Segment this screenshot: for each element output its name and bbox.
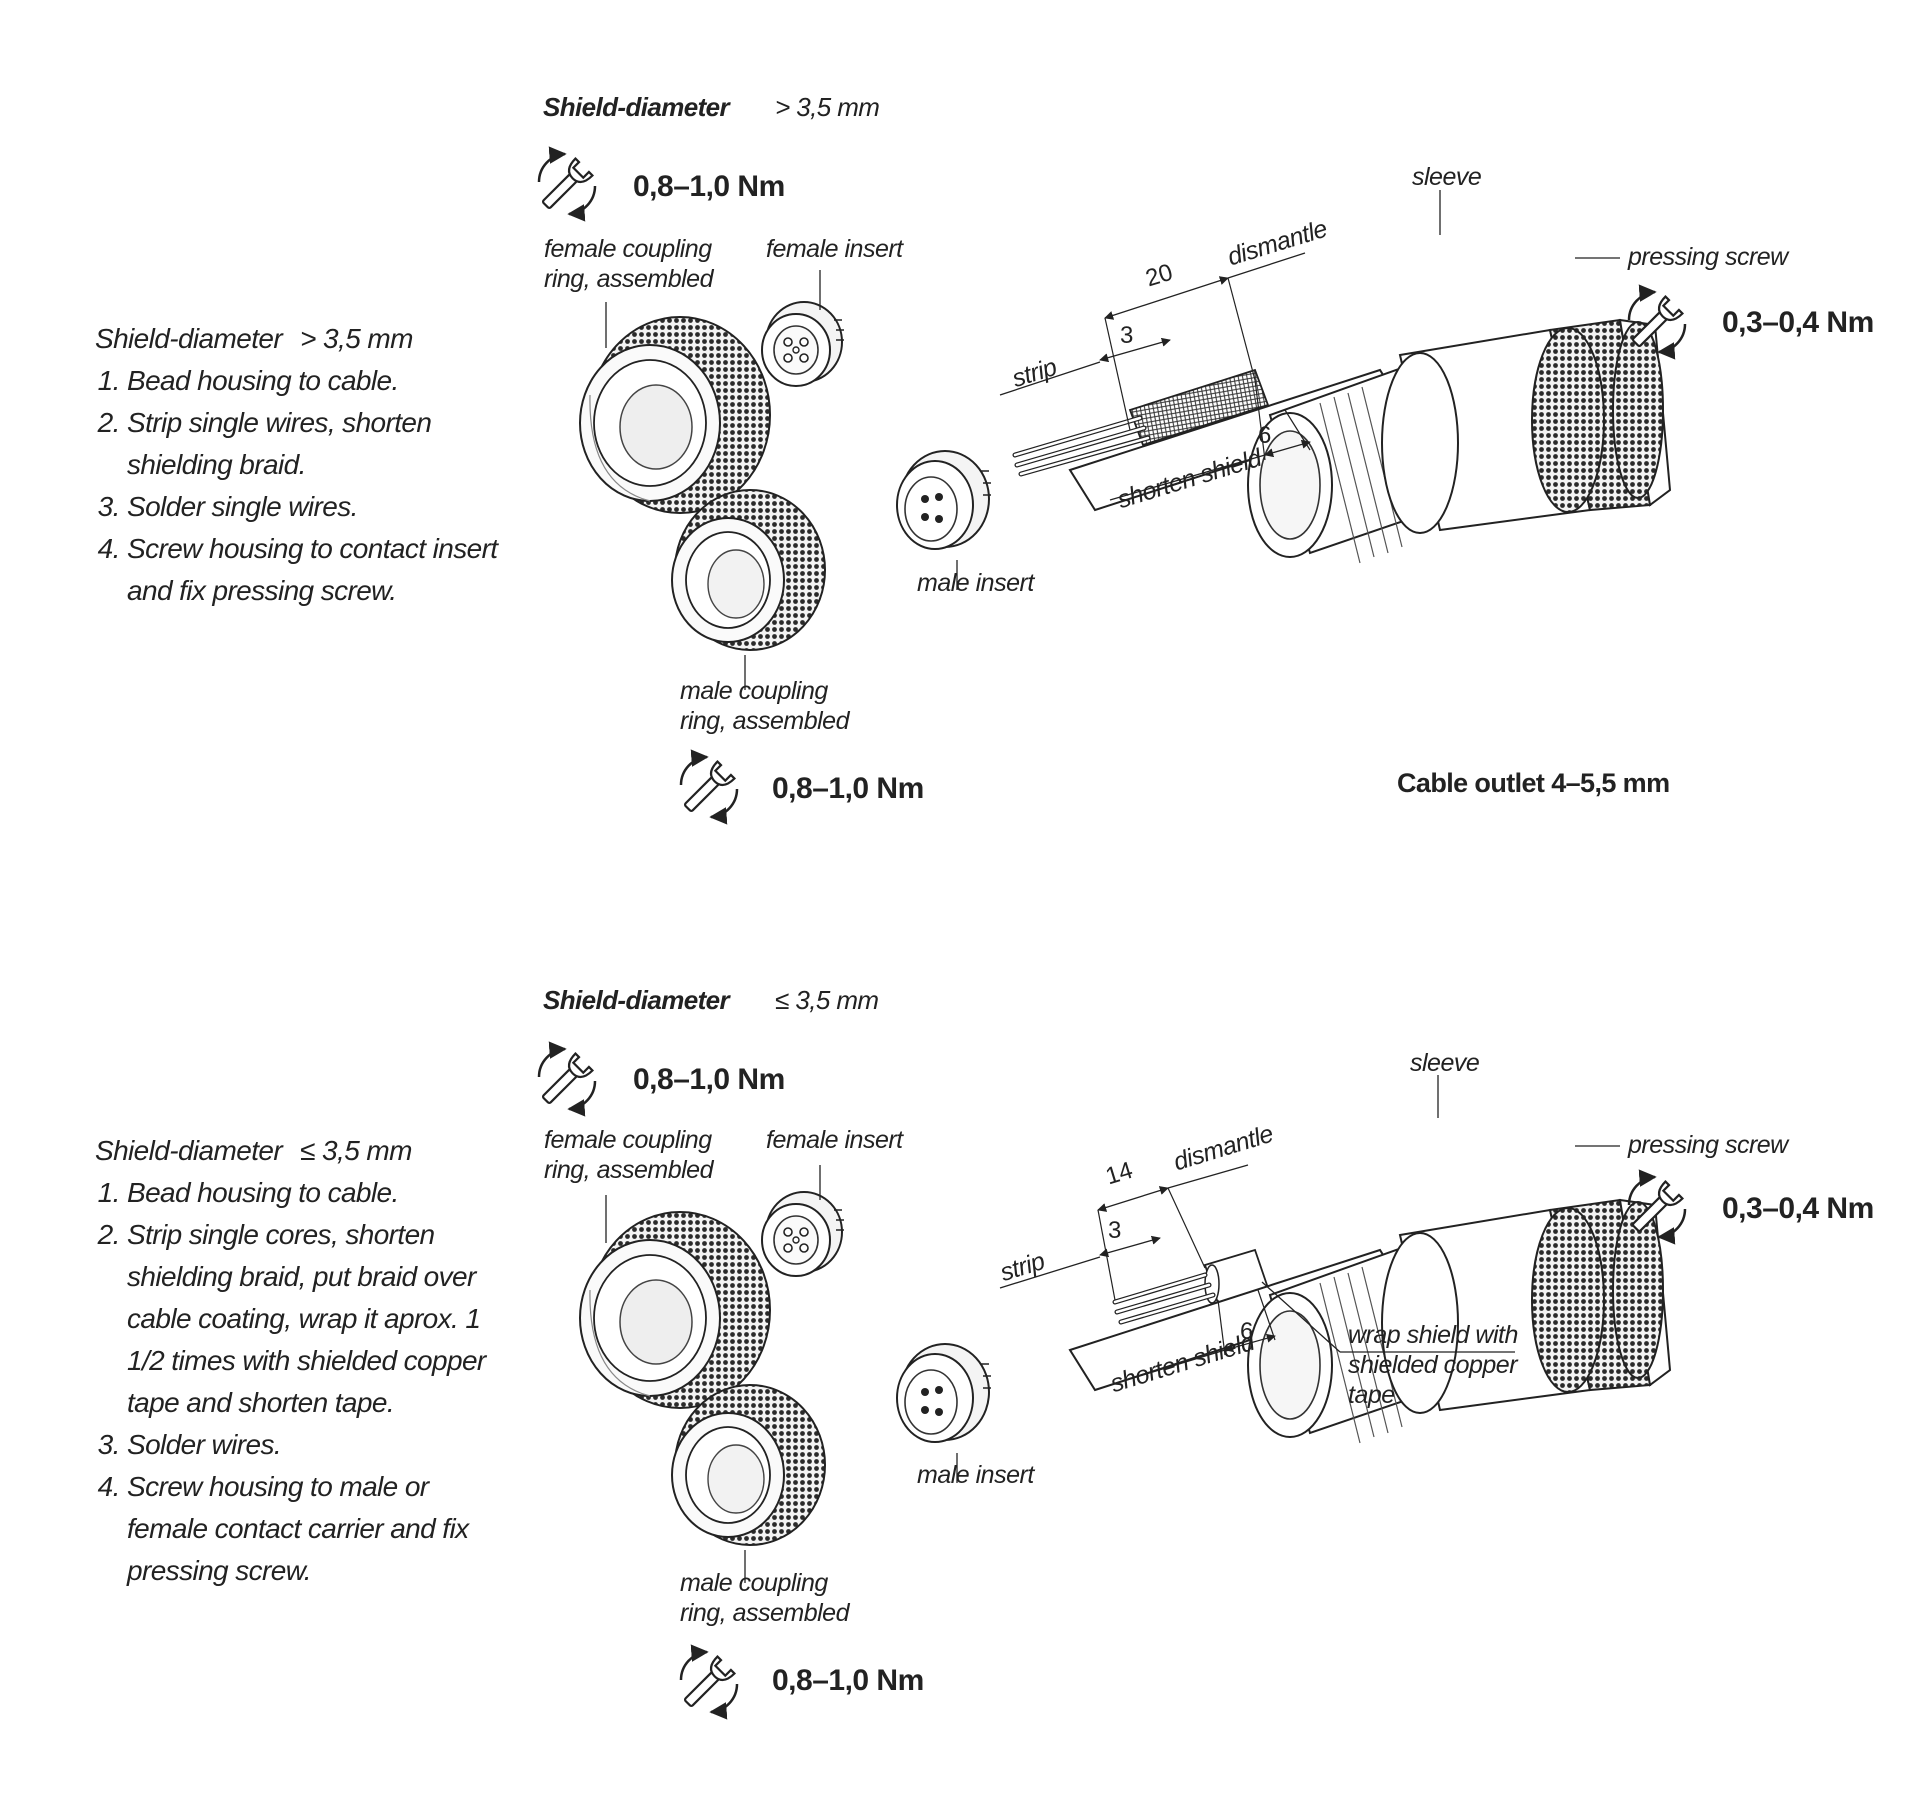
- label-pressing-screw: pressing screw: [1628, 243, 1788, 271]
- female-coupling-ring-part: [579, 1211, 771, 1409]
- male-coupling-ring-part: [671, 489, 826, 651]
- instructions-title: Shield-diameter≤ 3,5 mm: [95, 1135, 412, 1166]
- female-insert-part: [761, 301, 845, 387]
- label-male-coupling-ring: male coupling ring, assembled: [680, 677, 849, 735]
- sleeve-housing-part: [1069, 319, 1671, 564]
- section-large-header: Shield-diameter > 3,5 mm: [543, 92, 880, 123]
- wrench-torque-icon: [537, 1049, 595, 1109]
- header-value: ≤ 3,5 mm: [775, 985, 879, 1015]
- label-female-coupling-ring: female coupling ring, assembled: [544, 235, 713, 293]
- torque-male-ring: 0,8–1,0 Nm: [772, 1664, 924, 1697]
- label-wrap-shield: wrap shield with shielded copper tape: [1348, 1321, 1518, 1409]
- dimension-strip: 3: [1108, 1217, 1122, 1244]
- instructions-large: Shield-diameter> 3,5 mm Bead housing to …: [95, 318, 515, 612]
- instruction-steps: Bead housing to cable. Strip single wire…: [95, 360, 515, 612]
- dimension-shield: 6: [1240, 1318, 1254, 1345]
- label-male-insert: male insert: [917, 569, 1034, 597]
- male-coupling-ring-part: [671, 1384, 826, 1546]
- female-insert-part: [761, 1191, 845, 1277]
- label-male-coupling-ring: male coupling ring, assembled: [680, 1569, 849, 1627]
- torque-male-ring: 0,8–1,0 Nm: [772, 772, 924, 805]
- label-sleeve: sleeve: [1412, 163, 1482, 191]
- male-insert-part: [896, 1343, 992, 1443]
- cable-outlet: Cable outlet 4–5,5 mm: [1397, 768, 1670, 798]
- torque-pressing-screw: 0,3–0,4 Nm: [1722, 1192, 1874, 1225]
- wrench-torque-icon: [679, 757, 737, 817]
- label-male-insert: male insert: [917, 1461, 1034, 1489]
- instruction-step: Solder single wires.: [127, 486, 515, 528]
- label-female-coupling-ring: female coupling ring, assembled: [544, 1126, 713, 1184]
- label-female-insert: female insert: [766, 1126, 903, 1154]
- label-pressing-screw: pressing screw: [1628, 1131, 1788, 1159]
- section-small-header: Shield-diameter ≤ 3,5 mm: [543, 985, 879, 1016]
- instruction-steps: Bead housing to cable. Strip single core…: [95, 1172, 515, 1592]
- instruction-step: Screw housing to male or female contact …: [127, 1466, 515, 1592]
- instruction-step: Bead housing to cable.: [127, 1172, 515, 1214]
- wrench-torque-icon: [679, 1652, 737, 1712]
- instruction-step: Strip single wires, shorten shielding br…: [127, 402, 515, 486]
- instruction-step: Strip single cores, shorten shielding br…: [127, 1214, 515, 1424]
- label-sleeve: sleeve: [1410, 1049, 1480, 1077]
- instruction-step: Solder wires.: [127, 1424, 515, 1466]
- instruction-step: Bead housing to cable.: [127, 360, 515, 402]
- section-small-drawing: [537, 1049, 1685, 1712]
- female-coupling-ring-part: [579, 316, 771, 514]
- wrench-torque-icon: [537, 154, 595, 214]
- dimension-shield: 6: [1258, 422, 1272, 449]
- label-female-insert: female insert: [766, 235, 903, 263]
- instructions-title: Shield-diameter> 3,5 mm: [95, 323, 413, 354]
- header-label: Shield-diameter: [543, 92, 730, 122]
- header-value: > 3,5 mm: [775, 92, 880, 122]
- section-large-drawing: [537, 154, 1685, 817]
- torque-female-ring: 0,8–1,0 Nm: [633, 170, 785, 203]
- header-label: Shield-diameter: [543, 985, 730, 1015]
- male-insert-part: [896, 450, 992, 550]
- instructions-small: Shield-diameter≤ 3,5 mm Bead housing to …: [95, 1130, 515, 1592]
- dimension-strip: 3: [1120, 322, 1134, 349]
- instruction-step: Screw housing to contact insert and fix …: [127, 528, 515, 612]
- torque-female-ring: 0,8–1,0 Nm: [633, 1063, 785, 1096]
- torque-pressing-screw: 0,3–0,4 Nm: [1722, 306, 1874, 339]
